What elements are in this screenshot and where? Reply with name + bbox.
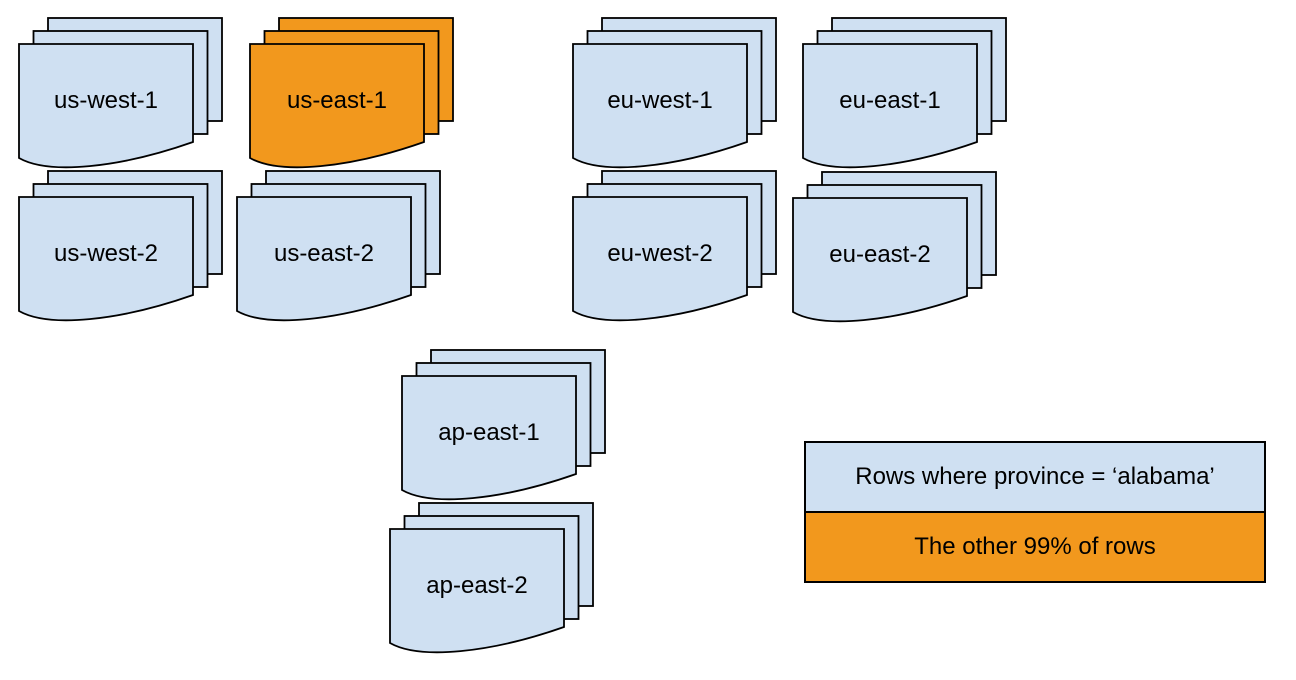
- documents-icon: [401, 349, 606, 501]
- document-stack-ap-east-2: ap-east-2: [389, 502, 595, 658]
- document-stack-eu-west-2: eu-west-2: [572, 170, 778, 326]
- legend-row-label: The other 99% of rows: [914, 533, 1156, 560]
- region-label: us-west-1: [53, 87, 159, 114]
- document-stack-us-east-1: us-east-1: [249, 17, 455, 173]
- documents-icon: [18, 17, 223, 169]
- legend-row-label: Rows where province = ‘alabama’: [855, 463, 1215, 490]
- documents-icon: [792, 171, 997, 323]
- documents-icon: [572, 17, 777, 169]
- region-label: eu-east-1: [839, 87, 941, 114]
- region-label: eu-east-2: [829, 241, 931, 268]
- documents-icon: [389, 502, 594, 654]
- documents-icon: [236, 170, 441, 322]
- legend: Rows where province = ‘alabama’ The othe…: [804, 441, 1266, 583]
- region-label: eu-west-1: [607, 87, 713, 114]
- document-stack-us-west-1: us-west-1: [18, 17, 224, 173]
- region-label: us-west-2: [53, 240, 159, 267]
- document-stack-eu-east-1: eu-east-1: [802, 17, 1008, 173]
- document-stack-ap-east-1: ap-east-1: [401, 349, 607, 505]
- document-stack-eu-east-2: eu-east-2: [792, 171, 998, 327]
- region-label: eu-west-2: [607, 240, 713, 267]
- documents-icon: [249, 17, 454, 169]
- document-stack-us-east-2: us-east-2: [236, 170, 442, 326]
- documents-icon: [18, 170, 223, 322]
- document-stack-eu-west-1: eu-west-1: [572, 17, 778, 173]
- documents-icon: [572, 170, 777, 322]
- region-label: ap-east-2: [426, 572, 528, 599]
- region-label: us-east-2: [273, 240, 375, 267]
- legend-row-alabama-rows: Rows where province = ‘alabama’: [804, 441, 1266, 513]
- region-label: us-east-1: [286, 87, 388, 114]
- region-label: ap-east-1: [438, 419, 540, 446]
- documents-icon: [802, 17, 1007, 169]
- document-stack-us-west-2: us-west-2: [18, 170, 224, 326]
- legend-row-other-rows: The other 99% of rows: [804, 511, 1266, 583]
